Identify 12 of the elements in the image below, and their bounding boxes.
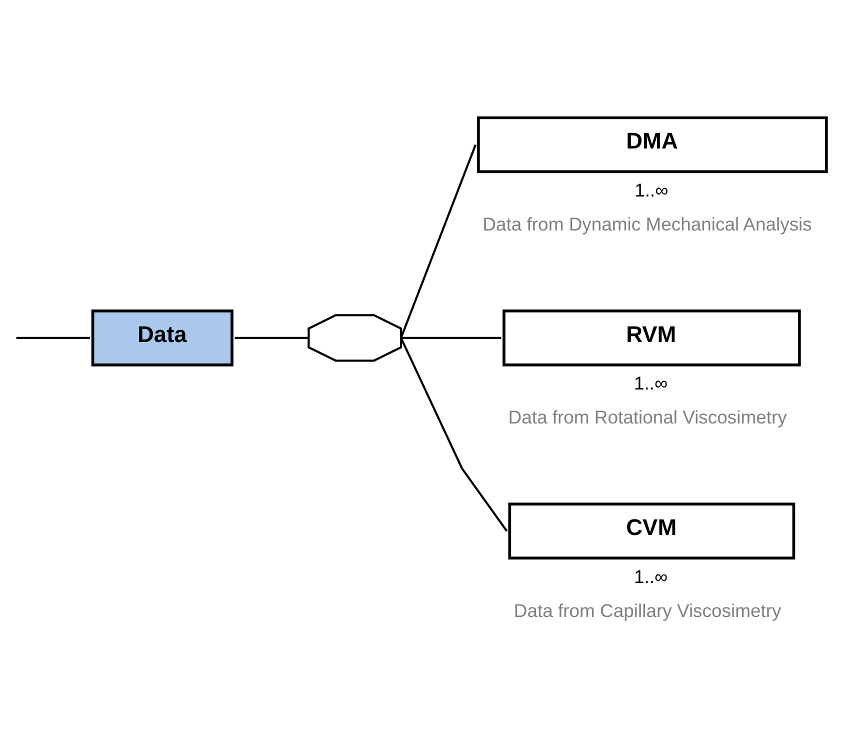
connector <box>400 336 501 339</box>
node-label: 1..∞ <box>633 372 668 394</box>
node-octagon <box>307 314 402 362</box>
node-label: Data from Capillary Viscosimetry <box>513 600 781 621</box>
connector <box>234 336 308 339</box>
node-label: Data from Dynamic Mechanical Analysis <box>482 214 812 235</box>
node-label: 1..∞ <box>633 566 668 587</box>
connector <box>16 336 90 339</box>
node-label: Data from Rotational Viscosimetry <box>508 406 786 428</box>
node-label: 1..∞ <box>634 179 668 200</box>
connector <box>400 144 476 338</box>
connector <box>400 337 508 532</box>
